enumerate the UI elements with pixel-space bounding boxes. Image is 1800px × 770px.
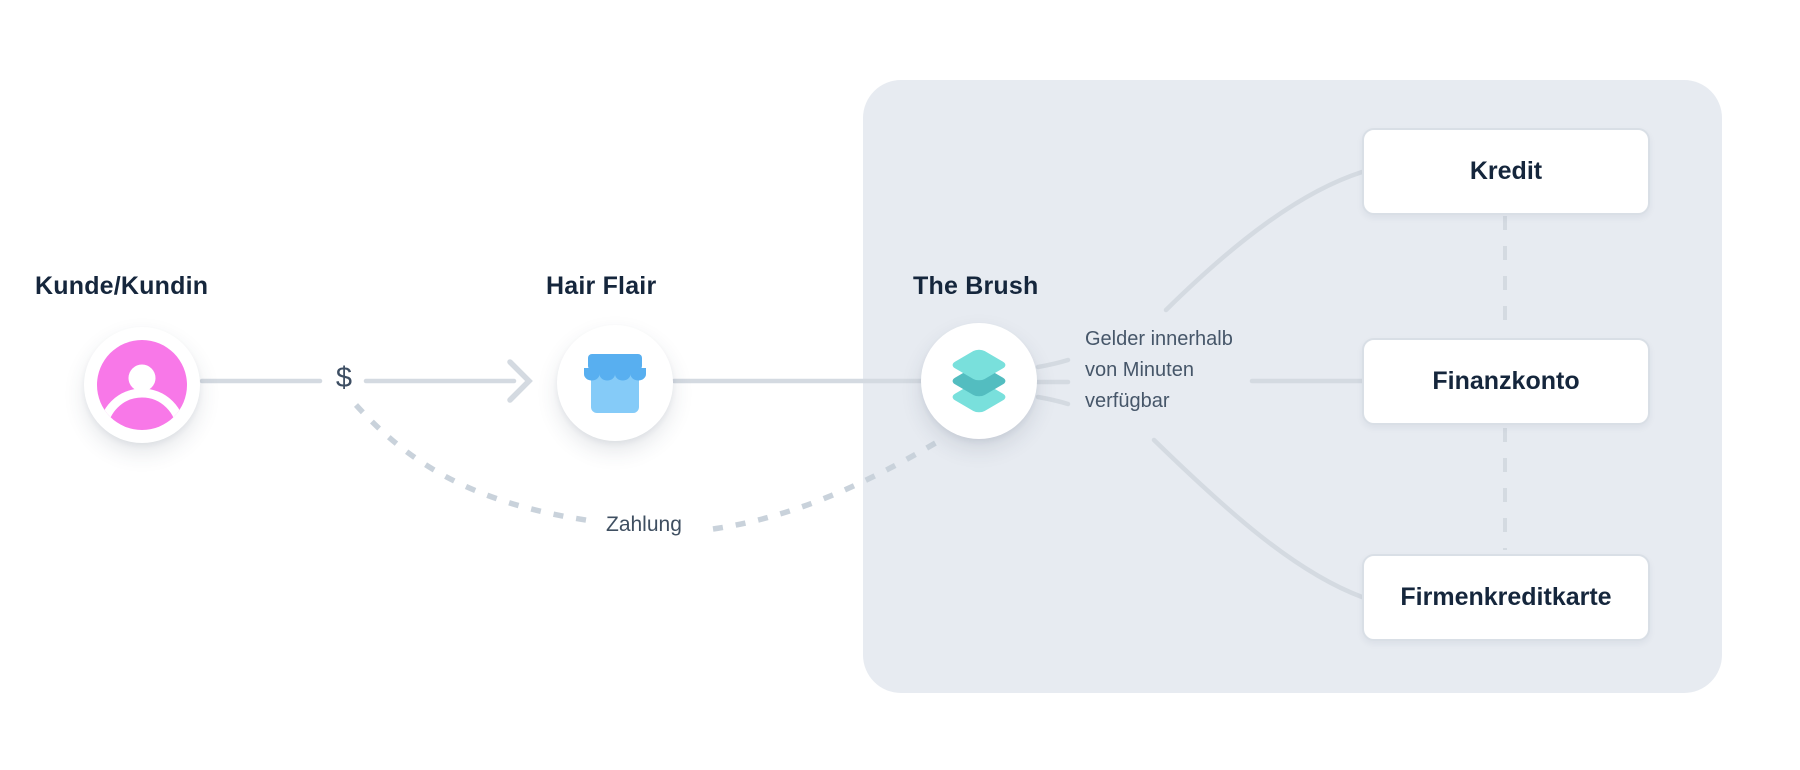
merchant-node <box>557 325 673 441</box>
customer-label: Kunde/Kundin <box>35 272 209 300</box>
funds-availability-note: Gelder innerhalb von Minuten verfügbar <box>1085 324 1233 417</box>
platform-stub-lower <box>1035 394 1071 407</box>
person-icon <box>97 340 187 430</box>
funds-note-line-3: verfügbar <box>1085 390 1170 412</box>
platform-label: The Brush <box>913 272 1039 300</box>
destination-box-finanzkonto: Finanzkonto <box>1362 338 1650 425</box>
destination-box-kredit: Kredit <box>1362 128 1650 215</box>
layers-icon <box>952 349 1006 413</box>
currency-symbol: $ <box>335 362 353 394</box>
storefront-icon <box>584 354 646 413</box>
payment-curve-left <box>353 403 593 524</box>
funds-note-line-1: Gelder innerhalb <box>1085 328 1233 350</box>
solid-connectors <box>199 169 1365 600</box>
payment-curve-right <box>712 435 946 532</box>
curve-to-kredit <box>1163 169 1365 313</box>
destination-label: Kredit <box>1469 157 1543 185</box>
customer-node <box>84 327 200 443</box>
destination-label: Firmenkreditkarte <box>1400 583 1612 611</box>
curve-to-firmenkreditkarte <box>1151 437 1365 600</box>
merchant-label: Hair Flair <box>546 272 657 300</box>
destination-label: Finanzkonto <box>1432 367 1580 395</box>
destination-box-firmenkreditkarte: Firmenkreditkarte <box>1362 554 1650 641</box>
platform-node <box>921 323 1037 439</box>
payment-dashed-curve <box>353 403 946 532</box>
arrowhead-icon <box>507 359 533 403</box>
payment-edge-label: Zahlung <box>606 513 682 536</box>
funds-note-line-2: von Minuten <box>1085 359 1194 381</box>
platform-stub-upper <box>1035 357 1071 370</box>
